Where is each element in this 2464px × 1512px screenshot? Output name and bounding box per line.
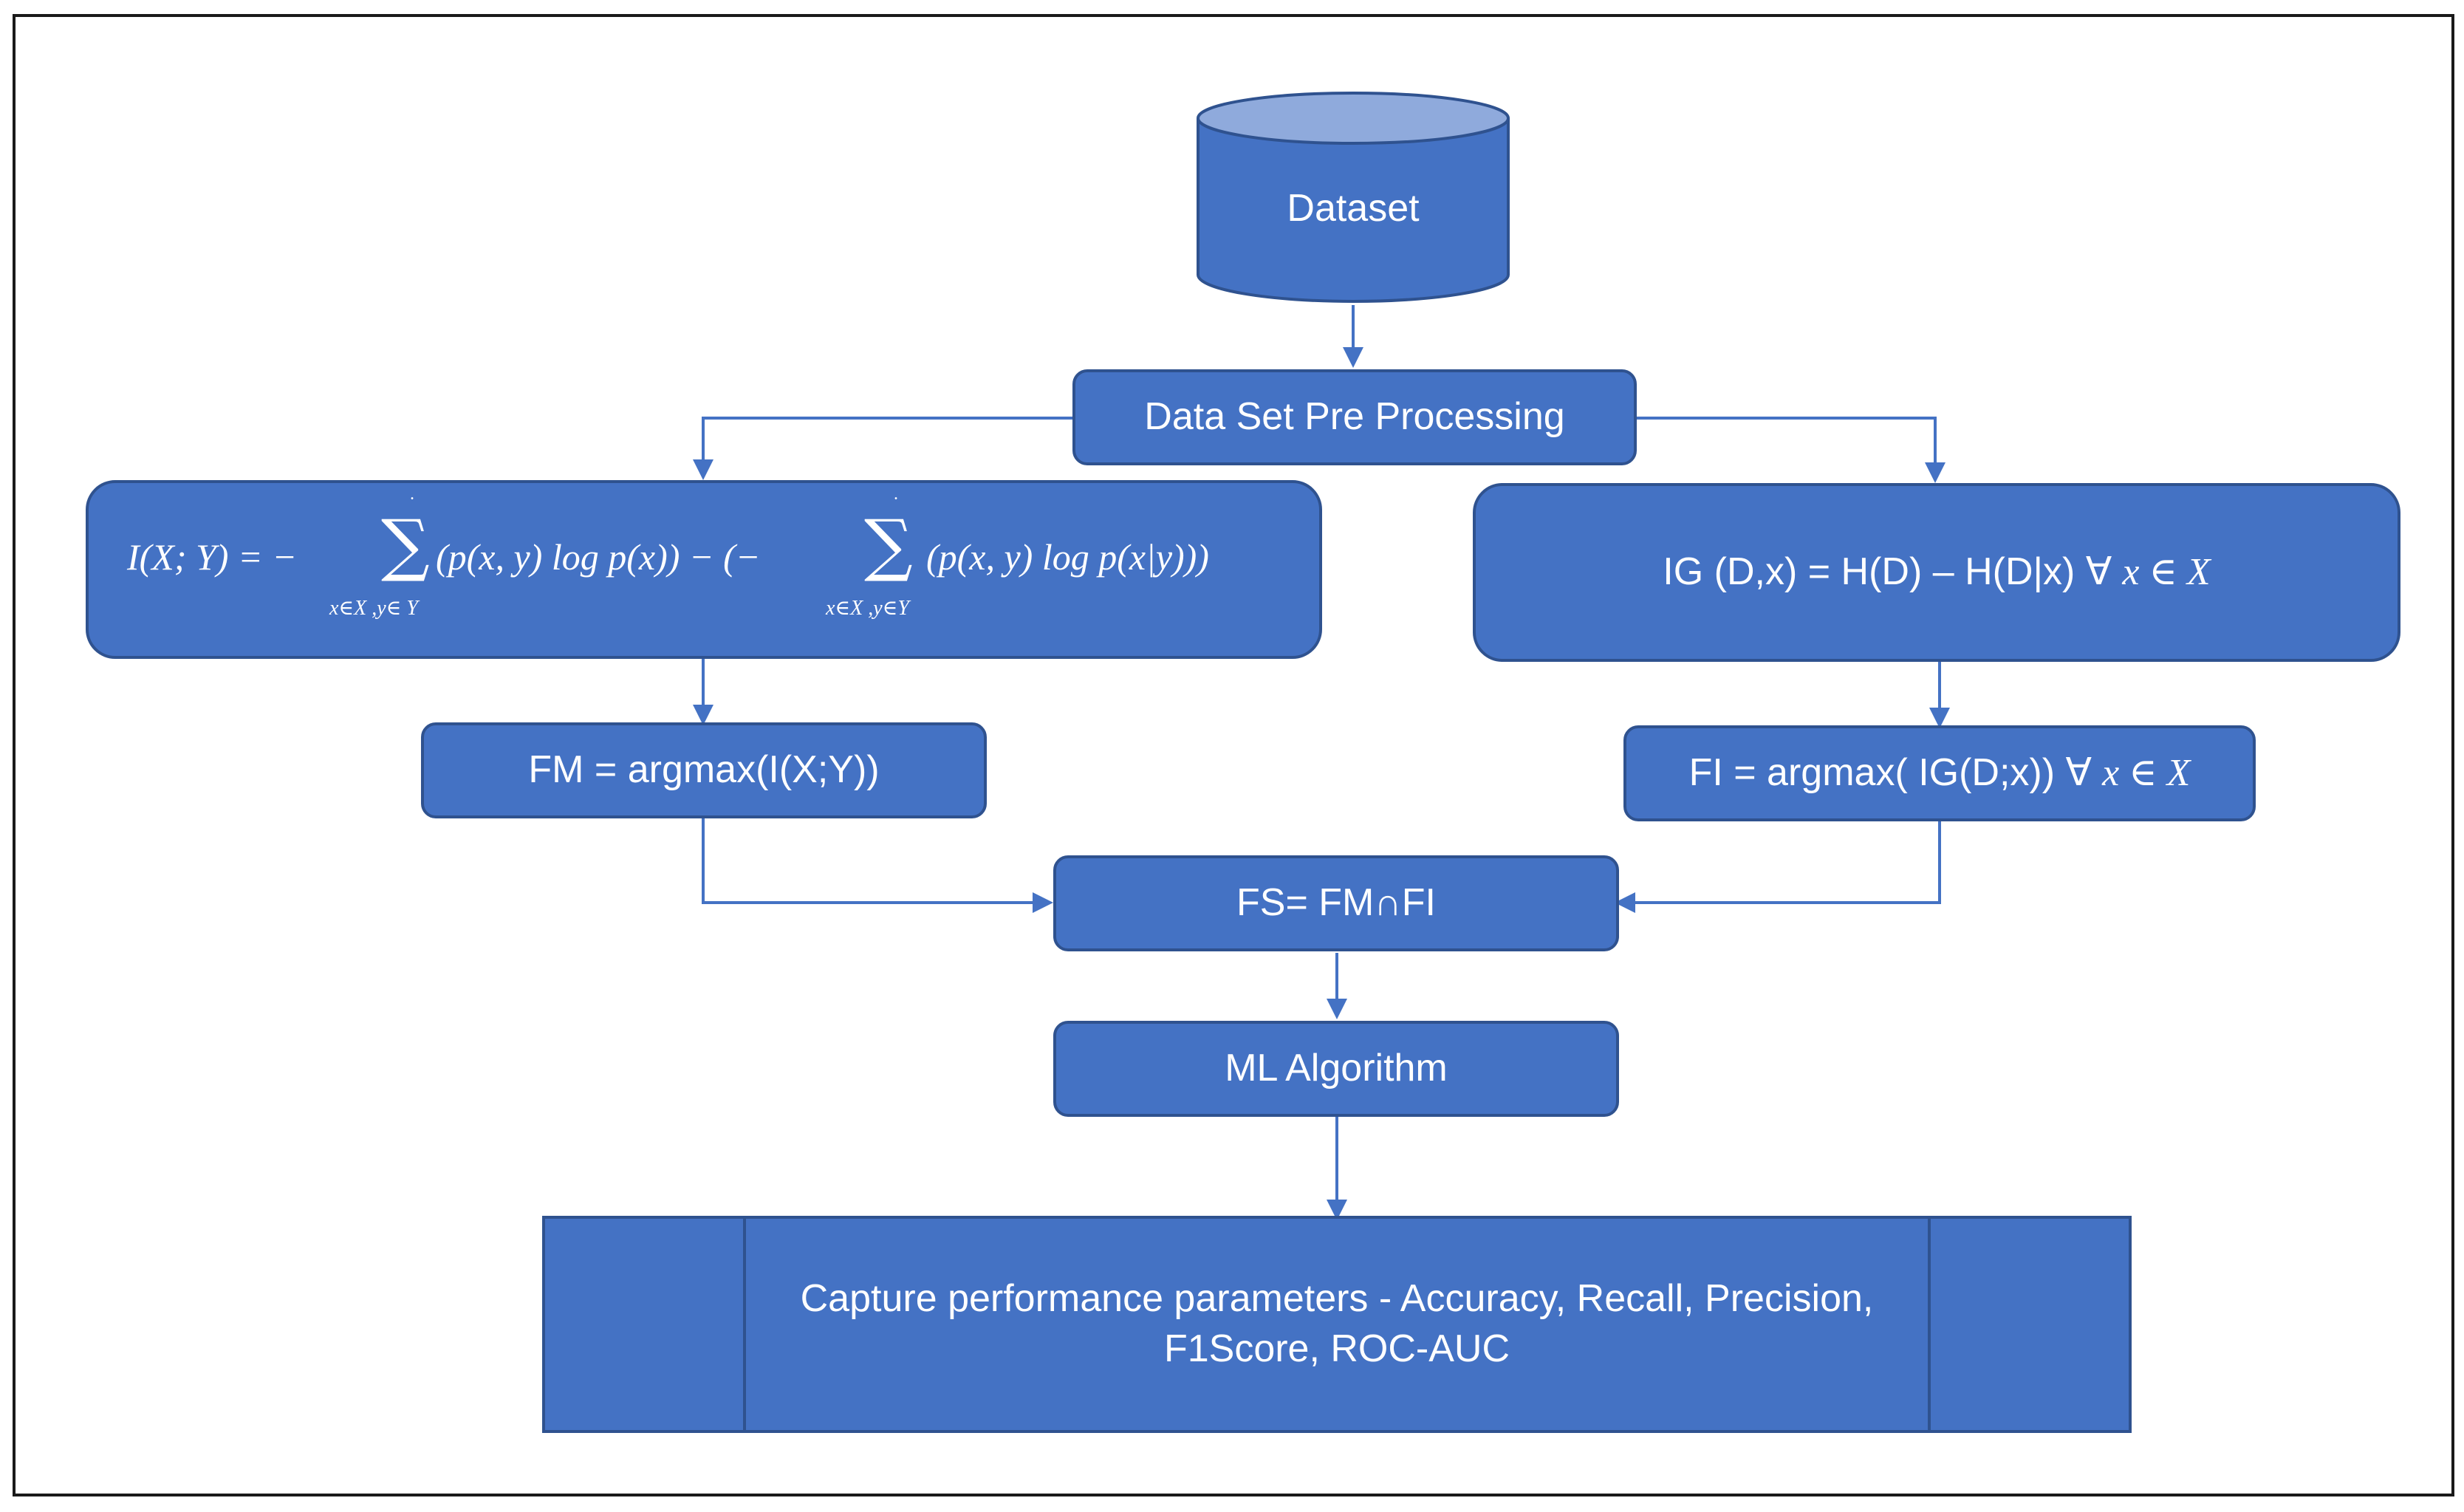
arrowhead-ig-fi [1929,708,1950,728]
preprocess-label: Data Set Pre Processing [1144,395,1565,439]
summation-icon: ∑ [864,505,913,584]
arrow-preprocess-to-mi [702,417,1072,461]
mi-lhs: I(X; Y) = − [127,536,297,578]
capture-line-2: F1Score, ROC-AUC [1163,1327,1510,1370]
mi-term2: (p(x, y) log p(x|y))) [926,536,1209,578]
fi-formula-math: x ∈ X [2102,752,2191,795]
arrowhead-dataset-preprocess [1343,347,1363,368]
fs-node: FS= FM∩FI [1053,855,1619,951]
dataset-label: Dataset [1287,187,1420,230]
mi-term1: (p(x, y) log p(x)) − (− [436,536,761,578]
arrow-fi-to-fs [1632,821,1941,904]
fm-node: FM = argmax(I(X;Y)) [421,722,987,818]
information-gain-node: IG (D,x) = H(D) – H(D|x) ∀ x ∈ X [1473,483,2400,662]
arrowhead-mi-fm [693,705,713,725]
diagram-frame [13,14,2454,1496]
fm-label: FM = argmax(I(X;Y)) [528,748,880,792]
ig-formula-math: x ∈ X [2122,551,2211,594]
process-divider-left [743,1219,746,1430]
mutual-information-node: I(X; Y) = − . ∑ x∈X ,y∈ Y (p(x, y) log p… [86,480,1322,659]
arrowhead-fs-ml [1327,999,1347,1019]
arrowhead-preprocess-ig [1925,462,1945,483]
fi-formula-text: FI = argmax( IG(D;x)) ∀ [1688,751,2092,795]
database-cylinder-icon [1197,92,1510,303]
arrow-fm-to-fs [702,818,1036,904]
summation-icon: ∑ [381,505,430,584]
mi-sum2-subscript: x∈X ,y∈Y [826,597,909,620]
mi-sum2-dot: . [894,485,898,504]
mi-sum1-subscript: x∈X ,y∈ Y [329,597,418,620]
fi-node: FI = argmax( IG(D;x)) ∀ x ∈ X [1623,725,2256,821]
fs-label: FS= FM∩FI [1236,881,1436,925]
capture-line-1: Capture performance parameters - Accurac… [800,1277,1874,1321]
capture-performance-node: Capture performance parameters - Accurac… [542,1216,2132,1433]
mi-sum1-dot: . [410,485,414,504]
dataset-node: Dataset [1195,90,1511,304]
arrow-preprocess-to-ig [1637,417,1937,464]
mutual-information-formula: I(X; Y) = − . ∑ x∈X ,y∈ Y (p(x, y) log p… [89,483,1319,656]
process-divider-right [1928,1219,1931,1430]
arrowhead-fi-fs [1615,892,1635,913]
arrowhead-ml-capture [1327,1200,1347,1220]
ig-formula-text: IG (D,x) = H(D) – H(D|x) ∀ [1663,550,2112,594]
preprocess-node: Data Set Pre Processing [1072,369,1637,465]
arrowhead-fm-fs [1033,892,1053,913]
arrowhead-preprocess-mi [693,459,713,480]
ml-algorithm-node: ML Algorithm [1053,1021,1619,1117]
ml-algorithm-label: ML Algorithm [1225,1047,1448,1090]
